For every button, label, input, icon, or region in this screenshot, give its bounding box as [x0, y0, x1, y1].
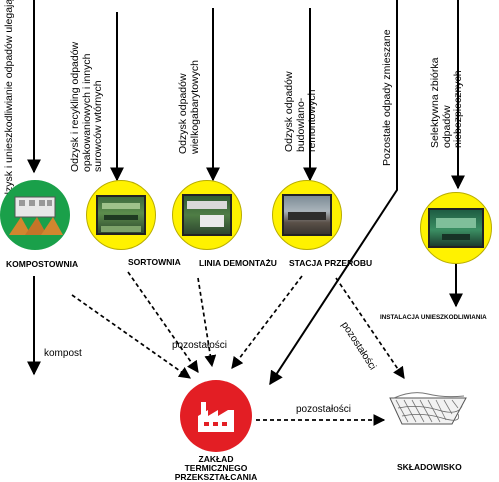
zaklad-label: ZAKŁAD TERMICZNEGO PRZEKSZTAŁCANIA: [174, 454, 258, 482]
dashed-kompostownia-to-zaklad: [71, 294, 191, 379]
source-label-6: Selektywna zbiórka odpadów niebezpieczny…: [429, 57, 464, 148]
zaklad-circle: [180, 380, 252, 452]
linia-label: LINIA DEMONTAŻU: [199, 258, 277, 268]
stacja-photo: [282, 194, 332, 236]
stacja-circle: [272, 180, 342, 250]
linia-circle: [172, 180, 242, 250]
kompostownia-label: KOMPOSTOWNIA: [6, 259, 79, 269]
dashed-sortownia-to-zaklad: [127, 271, 199, 373]
source-label-3: Odzysk odpadów wielkogabarytowych: [177, 60, 201, 154]
kompost-label: kompost: [44, 348, 82, 359]
instalacja-circle: [420, 192, 492, 264]
instalacja-label: INSTALACJA UNIESZKODLIWIANIA: [380, 314, 487, 321]
dashed-stacja-to-zaklad: [231, 275, 303, 369]
landfill-icon: [389, 392, 467, 425]
linia-photo: [182, 194, 232, 236]
factory-icon: [198, 402, 234, 432]
skladowisko-graphic: [388, 378, 468, 438]
kompostownia-circle: [0, 180, 70, 250]
source-label-4: Odzysk odpadów budowlano-remontowych: [283, 71, 318, 152]
sortownia-circle: [86, 180, 156, 250]
dashed-linia-to-zaklad: [197, 277, 217, 368]
source-label-2: Odzysk i recykling odpadów opakowaniowyc…: [69, 41, 104, 172]
compost-box-icon: [9, 196, 63, 235]
pozostalosci-center-label: pozostałości: [172, 340, 228, 351]
sortownia-label: SORTOWNIA: [128, 257, 181, 267]
skladowisko-label: SKŁADOWISKO: [397, 462, 462, 472]
dashed-stacja-to-skladowisko: [335, 277, 405, 379]
sortownia-photo: [96, 195, 146, 235]
stacja-label: STACJA PRZEROBU: [289, 258, 373, 268]
source-label-5: Pozostałe odpady zmieszane: [381, 29, 393, 166]
instalacja-photo: [428, 208, 484, 248]
source-label-1: Odzysk i unieszkodliwianie odpadów ulega…: [3, 0, 15, 206]
arrow-source-5: [269, 0, 398, 386]
pozostalosci-bottom-label: pozostałości: [296, 404, 352, 415]
